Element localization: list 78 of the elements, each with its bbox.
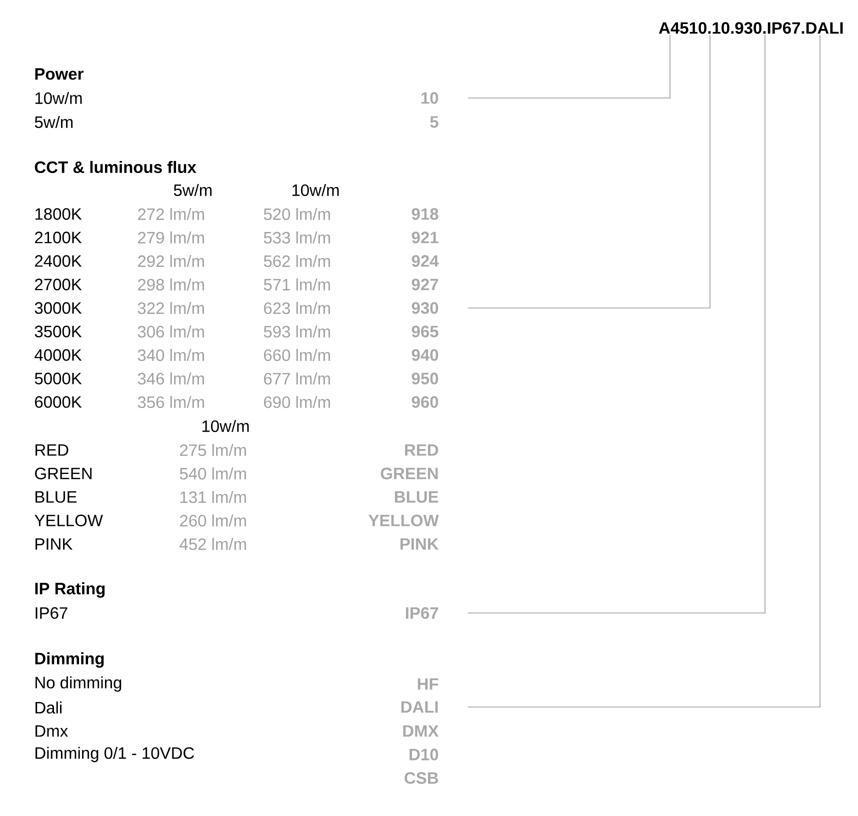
leader-line (468, 34, 766, 614)
flux-value: 298 lm/m (138, 278, 204, 291)
flux-value: 131 lm/m (180, 490, 246, 504)
row-label: 2100K (35, 232, 82, 244)
flux-value: 623 lm/m (264, 302, 330, 314)
option-code: CSB (404, 772, 438, 784)
row-label: Dmx (36, 725, 68, 737)
row-label: 3000K (34, 302, 82, 314)
flux-value: 260 lm/m (180, 514, 246, 527)
column-header: 10w/m (292, 184, 339, 196)
option-code: 930 (412, 302, 438, 314)
row-label: 10w/m (35, 92, 82, 104)
row-label: 5w/m (34, 116, 73, 128)
row-label: PINK (36, 538, 73, 550)
product-code: A4510.10.930.IP67.DALI (658, 22, 843, 34)
flux-value: 533 lm/m (264, 231, 330, 244)
option-code: 924 (412, 255, 439, 267)
section-heading: Dimming (35, 652, 104, 668)
leader-line (468, 34, 710, 308)
flux-value: 593 lm/m (264, 325, 330, 338)
option-code: 921 (412, 232, 438, 244)
option-code: 918 (412, 208, 438, 220)
option-code: RED (405, 444, 438, 456)
column-header: 10w/m (202, 420, 249, 432)
flux-value: 272 lm/m (138, 208, 204, 220)
column-header: 5w/m (174, 184, 212, 196)
option-code: IP67 (406, 607, 438, 619)
option-code: GREEN (380, 468, 438, 480)
row-label: YELLOW (34, 514, 103, 526)
flux-value: 540 lm/m (180, 467, 246, 480)
row-label: 6000K (35, 396, 82, 408)
row-label: 2400K (35, 255, 82, 267)
option-code: DALI (401, 701, 438, 713)
flux-value: 306 lm/m (138, 325, 204, 338)
flux-value: 562 lm/m (264, 254, 330, 268)
row-label: RED (36, 444, 68, 456)
row-label: 4000K (34, 349, 82, 361)
option-code: 927 (412, 278, 438, 290)
row-label: 2700K (35, 278, 82, 290)
flux-value: 452 lm/m (180, 538, 246, 550)
row-label: IP67 (36, 607, 68, 619)
row-label: Dimming 0/1 - 10VDC (36, 746, 194, 762)
leader-line (468, 34, 670, 98)
flux-value: 279 lm/m (138, 231, 204, 244)
flux-value: 275 lm/m (180, 444, 246, 456)
flux-value: 571 lm/m (264, 278, 330, 291)
row-label: Dali (36, 701, 62, 714)
option-code: YELLOW (368, 514, 439, 526)
flux-value: 346 lm/m (138, 372, 204, 385)
option-code: D10 (410, 748, 438, 760)
leader-line (468, 34, 820, 708)
option-code: DMX (403, 725, 439, 737)
section-heading: CCT & luminous flux (34, 160, 196, 174)
option-code: BLUE (395, 491, 438, 503)
row-label: BLUE (36, 491, 77, 503)
section-heading: IP Rating (35, 582, 105, 598)
option-code: 960 (412, 396, 438, 408)
flux-value: 340 lm/m (138, 348, 204, 362)
option-code: 950 (412, 372, 438, 384)
flux-value: 356 lm/m (138, 396, 204, 408)
option-code: 965 (412, 326, 438, 338)
flux-value: 520 lm/m (264, 208, 330, 220)
row-label: GREEN (35, 468, 92, 480)
option-code: 940 (412, 349, 438, 361)
option-code: 5 (430, 116, 438, 128)
flux-value: 660 lm/m (264, 348, 330, 362)
option-code: HF (418, 678, 438, 690)
option-code: PINK (400, 538, 439, 550)
flux-value: 690 lm/m (264, 396, 330, 408)
row-label: No dimming (36, 676, 122, 692)
section-heading: Power (35, 68, 84, 80)
flux-value: 677 lm/m (264, 372, 330, 385)
flux-value: 292 lm/m (138, 254, 204, 268)
flux-value: 322 lm/m (138, 302, 204, 314)
row-label: 3500K (34, 326, 82, 338)
row-label: 1800K (35, 208, 82, 220)
row-label: 5000K (34, 372, 82, 384)
option-code: 10 (422, 92, 438, 104)
